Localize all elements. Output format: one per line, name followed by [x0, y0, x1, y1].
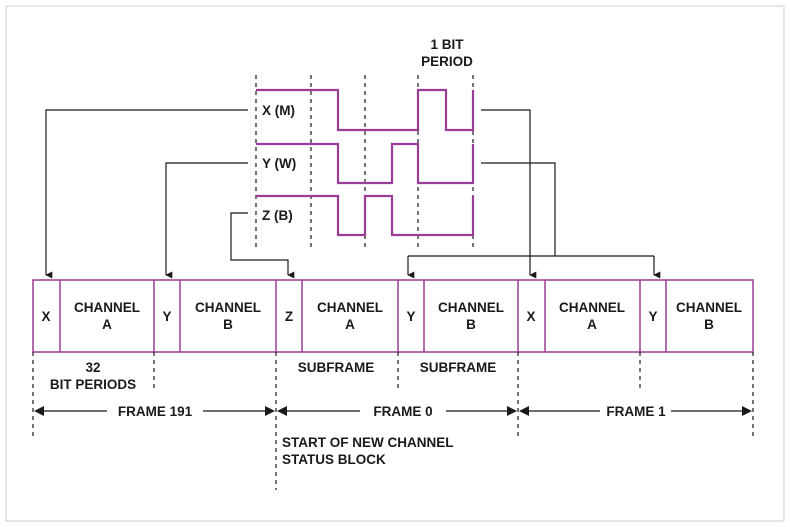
bit-period-label-line1: 1 BIT — [430, 37, 464, 52]
connectors — [45, 109, 661, 279]
cell-channel-b-2-line2: B — [466, 317, 476, 332]
frame-arrows — [34, 406, 752, 416]
block-start-label-line2: STATUS BLOCK — [282, 452, 386, 467]
cell-channel-b-1-line2: B — [223, 317, 233, 332]
bit-periods-label-line1: 32 — [85, 360, 100, 375]
cell-channel-b-1-line1: CHANNEL — [195, 300, 261, 315]
frame-191-label: FRAME 191 — [118, 404, 193, 419]
y-preamble-waveform — [256, 142, 475, 185]
block-start-label-line1: START OF NEW CHANNEL — [282, 435, 454, 450]
cell-channel-b-3-line1: CHANNEL — [676, 300, 742, 315]
outer-border — [5, 5, 785, 522]
x-preamble-waveform — [256, 88, 475, 132]
cell-channel-a-1-line1: CHANNEL — [74, 300, 140, 315]
cell-y-2: Y — [406, 309, 415, 324]
connector-y-right — [481, 162, 556, 256]
preamble-z-label: Z (B) — [262, 208, 293, 223]
subframe-row: X CHANNEL A Y CHANNEL B Z CHANNEL A Y CH… — [32, 279, 754, 353]
subframe-row-border — [32, 279, 754, 353]
bit-periods-label-line2: BIT PERIODS — [50, 377, 136, 392]
cell-x-2: X — [526, 309, 535, 324]
cell-channel-a-3-line2: A — [587, 317, 597, 332]
preamble-y-label: Y (W) — [262, 156, 296, 171]
cell-channel-a-2-line2: A — [345, 317, 355, 332]
connector-z — [230, 212, 295, 279]
cell-channel-b-2-line1: CHANNEL — [438, 300, 504, 315]
connector-y-left — [165, 162, 248, 279]
frame-guides — [32, 352, 754, 490]
cell-x-1: X — [41, 309, 50, 324]
subframe-label-2: SUBFRAME — [420, 360, 497, 375]
cell-channel-b-3-line2: B — [704, 317, 714, 332]
z-preamble-waveform — [256, 194, 475, 237]
cell-channel-a-3-line1: CHANNEL — [559, 300, 625, 315]
connector-x-left — [45, 109, 248, 279]
frame-1-label: FRAME 1 — [606, 404, 666, 419]
cell-y-1: Y — [162, 309, 171, 324]
frame-0-label: FRAME 0 — [373, 404, 432, 419]
waveforms — [256, 88, 475, 237]
cell-dividers — [59, 280, 667, 352]
bit-period-label-line2: PERIOD — [421, 54, 473, 69]
preamble-x-label: X (M) — [262, 103, 295, 118]
cell-channel-a-1-line2: A — [102, 317, 112, 332]
connector-x-right — [481, 109, 537, 279]
cell-channel-a-2-line1: CHANNEL — [317, 300, 383, 315]
cell-y-3: Y — [648, 309, 657, 324]
cell-z: Z — [285, 309, 293, 324]
subframe-label-1: SUBFRAME — [298, 360, 375, 375]
